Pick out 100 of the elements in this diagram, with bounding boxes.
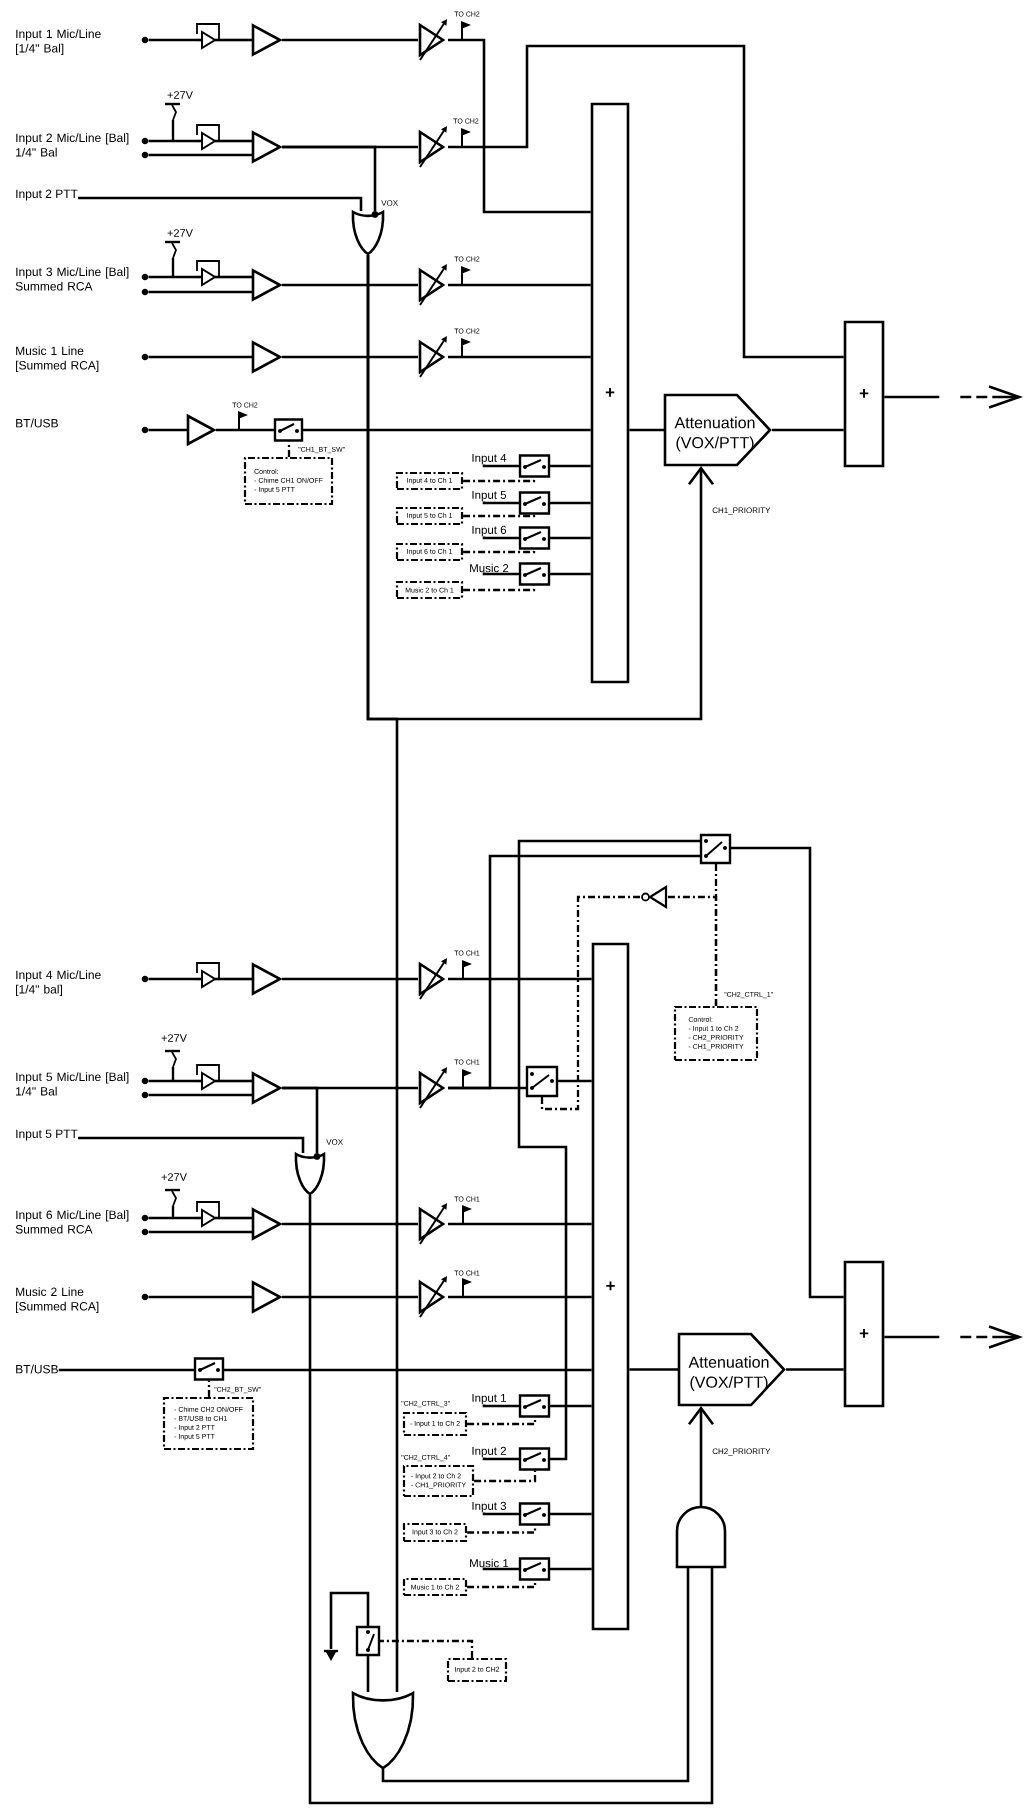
sum-bar: + bbox=[590, 102, 630, 684]
switch-box bbox=[518, 562, 551, 586]
variable-gain-amplifier bbox=[418, 336, 447, 378]
dash-dot-line bbox=[463, 549, 536, 554]
connector-line bbox=[381, 1568, 690, 1783]
dash-dot-line bbox=[467, 1525, 537, 1534]
input-label: Input 3 bbox=[472, 1501, 507, 1513]
variable-gain-amplifier bbox=[418, 264, 447, 306]
edge-label: VOX bbox=[381, 200, 398, 206]
limiter-symbol bbox=[195, 124, 221, 151]
input-label: BT/USB bbox=[16, 418, 58, 428]
attenuation-block: Attenuation (VOX/PTT) bbox=[663, 393, 772, 467]
input-label: Input 4 Mic/Line [1/4" bal] bbox=[16, 970, 101, 996]
connector-line bbox=[148, 290, 252, 294]
connector-line bbox=[148, 428, 187, 432]
connector-line bbox=[221, 1216, 252, 1220]
switch-box bbox=[193, 1357, 225, 1381]
connector-line bbox=[550, 1404, 592, 1408]
and-gate bbox=[675, 1505, 727, 1569]
connector-line bbox=[58, 1368, 194, 1372]
or-gate bbox=[351, 1691, 415, 1770]
or-gate bbox=[351, 210, 385, 256]
input-label: Input 5 PTT bbox=[16, 1129, 78, 1141]
connector-line bbox=[448, 1222, 592, 1226]
switch-box bbox=[518, 1502, 551, 1526]
connector-line bbox=[550, 1567, 592, 1571]
sum-bar: + bbox=[591, 942, 630, 1631]
limiter-symbol bbox=[195, 962, 221, 989]
limiter-symbol bbox=[195, 23, 221, 50]
voltage-label: +27V bbox=[161, 1034, 187, 1042]
connector-line bbox=[216, 428, 274, 432]
connector-line bbox=[148, 38, 195, 42]
connector-line bbox=[482, 1566, 519, 1571]
connector-line bbox=[303, 428, 591, 432]
variable-gain-amplifier bbox=[418, 958, 447, 1000]
input-label: Music 2 bbox=[470, 563, 509, 573]
input-label: Music 2 Line [Summed RCA] bbox=[16, 1287, 99, 1313]
dashed-arrow bbox=[884, 385, 1023, 409]
connector-line bbox=[148, 1079, 195, 1083]
variable-gain-amplifier bbox=[418, 126, 447, 168]
connector-line bbox=[482, 463, 519, 468]
variable-gain-amplifier bbox=[418, 1203, 447, 1245]
connector-line bbox=[550, 501, 591, 505]
limiter-symbol bbox=[195, 1201, 221, 1228]
edge-label: VOX bbox=[326, 1139, 343, 1145]
input-label: Input 1 bbox=[472, 1393, 506, 1405]
connector-line bbox=[550, 1512, 592, 1516]
connector-line bbox=[282, 38, 418, 42]
switch-box bbox=[273, 418, 304, 442]
connector-line bbox=[366, 255, 399, 1692]
connector-line bbox=[221, 1079, 252, 1083]
dash-dot-line bbox=[540, 895, 640, 1111]
input-label: Input 2 bbox=[472, 1446, 506, 1458]
connector-line bbox=[448, 38, 591, 214]
connector-line bbox=[517, 839, 700, 1461]
attenuation-block: Attenuation (VOX/PTT) bbox=[677, 1332, 786, 1407]
connector-line bbox=[282, 145, 377, 211]
connector-line bbox=[221, 275, 252, 279]
connector-line bbox=[786, 1368, 844, 1371]
dash-dot-line bbox=[463, 513, 536, 518]
connector-line bbox=[308, 1195, 714, 1805]
switch-box bbox=[518, 454, 551, 478]
connector-line bbox=[482, 1511, 519, 1516]
input-label: Music 1 Line [Summed RCA] bbox=[16, 346, 99, 372]
voltage-label: +27V bbox=[167, 229, 193, 237]
connector-line bbox=[148, 1216, 195, 1220]
input-label: BT/USB bbox=[16, 1364, 58, 1374]
connector-line bbox=[148, 275, 195, 279]
connector-line bbox=[366, 1656, 370, 1692]
inverter-symbol bbox=[641, 885, 668, 909]
connector-line bbox=[148, 153, 252, 157]
connector-line bbox=[482, 1456, 519, 1461]
switch-box bbox=[518, 1447, 551, 1471]
connector-line bbox=[482, 571, 519, 576]
connector-line bbox=[148, 977, 195, 981]
connector-line bbox=[148, 1295, 252, 1299]
switch-box bbox=[518, 1394, 551, 1418]
connector-line bbox=[221, 38, 252, 42]
input-label: Input 6 Mic/Line [Bal] Summed RCA bbox=[15, 1210, 129, 1234]
connector-line bbox=[78, 1136, 305, 1153]
input-label: Input 2 PTT bbox=[16, 189, 78, 201]
connector-line bbox=[282, 283, 418, 287]
connector-line bbox=[221, 977, 252, 981]
limiter-symbol bbox=[195, 260, 221, 287]
dash-dot-line bbox=[380, 1639, 474, 1658]
switch-box bbox=[355, 1625, 381, 1657]
input-label: Input 5 bbox=[472, 490, 507, 502]
switch-box bbox=[518, 491, 551, 515]
input-label: Input 4 bbox=[472, 453, 507, 465]
connector-line bbox=[148, 1230, 252, 1234]
connector-line bbox=[148, 355, 252, 359]
connector-line bbox=[282, 1295, 418, 1299]
switch-box bbox=[699, 833, 732, 865]
connector-line bbox=[148, 1093, 252, 1097]
connector-line bbox=[482, 1403, 519, 1408]
connector-line bbox=[482, 535, 519, 540]
connector-line bbox=[550, 572, 591, 576]
variable-gain-amplifier bbox=[418, 19, 447, 61]
input-label: Input 5 Mic/Line [Bal] 1/4" Bal bbox=[16, 1072, 129, 1096]
sum-bar: + bbox=[843, 320, 885, 468]
